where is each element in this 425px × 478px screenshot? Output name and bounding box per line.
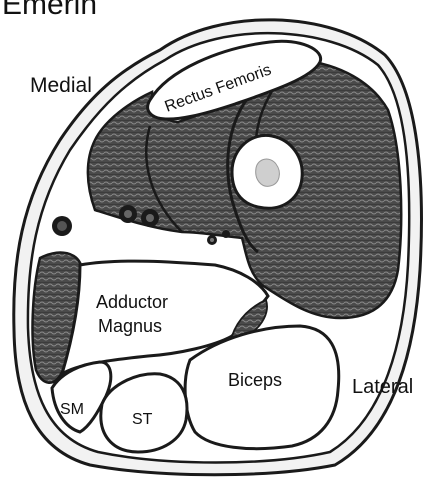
- adductor-magnus-label-line1: Adductor: [96, 292, 168, 312]
- femur-marrow: [256, 159, 280, 186]
- great-saphenous-vein: [52, 216, 72, 236]
- diagram-title: Emerin: [2, 0, 97, 21]
- lateral-label: Lateral: [352, 376, 413, 398]
- adductor-magnus-label-line2: Magnus: [98, 316, 162, 336]
- semimembranosus-label: SM: [60, 401, 84, 418]
- medial-label: Medial: [30, 74, 92, 97]
- biceps-label: Biceps: [228, 370, 282, 390]
- semitendinosus-label: ST: [132, 411, 153, 428]
